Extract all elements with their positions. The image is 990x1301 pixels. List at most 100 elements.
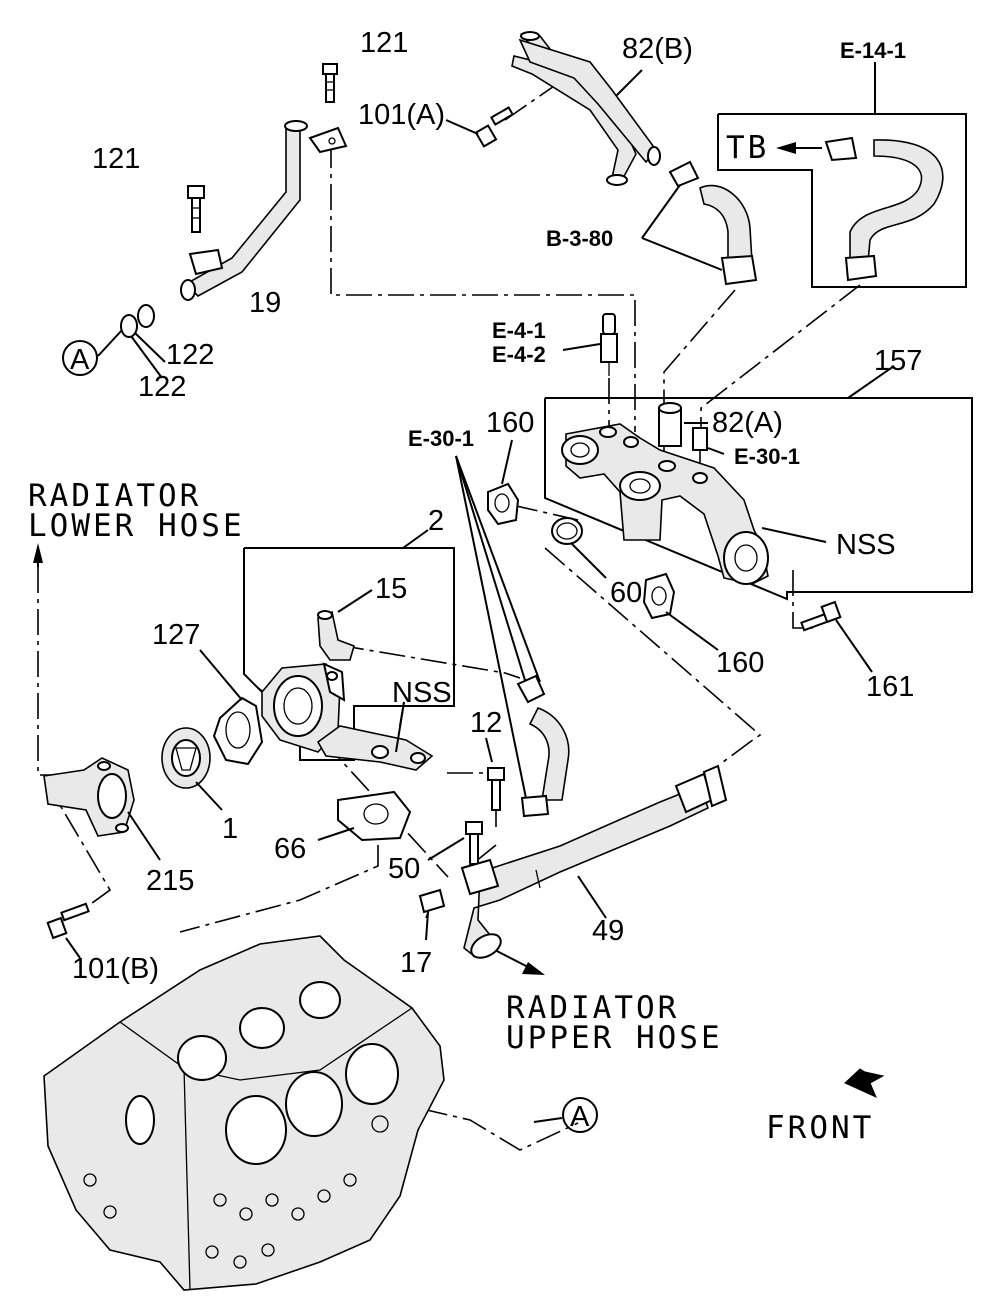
ref-circle-a2 [562,1097,598,1133]
arrow-tb-head [776,142,796,154]
leader-101b [65,937,81,959]
label-127: 127 [152,619,200,651]
dash-12-down [469,844,497,867]
leader-215 [127,811,161,861]
label-160-upper: 160 [486,407,534,439]
leader-e301a-1 [455,455,529,691]
label-121-top: 121 [360,27,408,59]
bolt-161 [800,600,842,632]
dash-215-bolt [43,777,112,907]
label-19: 19 [249,287,281,319]
leader-161 [835,619,873,673]
label-e-4-2: E-4-2 [492,342,546,367]
leader-e301a-2 [455,455,541,683]
leader-15 [337,589,373,613]
note-radiator-upper-1: RADIATOR [506,990,679,1026]
dash-82b-bolt [504,63,587,121]
leader-e4 [562,343,601,351]
note-radiator-lower-1: RADIATOR [28,478,201,514]
bolt-121-top [322,63,338,103]
temperature-sensor [600,313,618,376]
hose-b-3-80 [668,160,758,286]
leader-12 [485,737,493,763]
ref-circle-a1 [62,340,98,376]
bolt-12 [487,767,505,811]
oring-122b [137,304,155,328]
label-e-14-1: E-14-1 [840,38,906,63]
pipe-82b [511,31,661,186]
dash-66-block [179,845,379,933]
thermostat-1 [161,727,211,789]
note-radiator-lower-2: LOWER HOSE [28,508,245,544]
leader-17 [425,911,429,941]
dash-rad-lower [37,567,121,781]
coolant-manifold-nss [561,423,769,585]
bolt-121-left [187,185,205,233]
oring-60 [551,517,583,545]
leader-A1 [97,329,123,357]
label-tb: TB [726,130,769,166]
leader-nss1 [761,527,827,543]
leader-b380a [641,184,681,239]
leader-e301a-3 [455,455,529,809]
label-50: 50 [388,853,420,885]
label-161: 161 [866,671,914,703]
gasket-160-upper [487,482,520,526]
label-121-left: 121 [92,143,140,175]
hose-small [516,674,570,818]
leader-160a [501,439,513,485]
gasket-160-lower [642,572,676,620]
leader-66 [317,827,355,841]
box-e-14-1 [717,113,967,288]
arrow-rad-upper-head [522,962,545,975]
label-101b: 101(B) [72,953,159,985]
gasket-127 [212,696,264,766]
dash-15-hose [337,644,521,679]
leader-49 [577,875,607,919]
note-radiator-upper-2: UPPER HOSE [506,1020,723,1056]
bolt-101a [474,106,515,148]
label-122a: 122 [166,339,214,371]
label-a2: A [570,1101,590,1133]
leader-50 [427,837,465,861]
label-2: 2 [428,505,444,537]
label-60: 60 [610,577,642,609]
label-15: 15 [375,573,407,605]
leader-b380b [641,237,723,271]
clamp-17 [418,888,446,914]
gasket-66 [337,790,412,842]
label-1: 1 [222,813,238,845]
note-front: FRONT [766,1110,874,1146]
label-b-3-80: B-3-80 [546,226,613,251]
label-nss-manifold: NSS [836,529,896,561]
label-66: 66 [274,833,306,865]
oring-122a [120,314,138,338]
label-101a: 101(A) [358,99,445,131]
label-49: 49 [592,915,624,947]
leader-nss2b [395,701,405,753]
leader-127 [199,649,243,701]
leader-122b [130,335,163,379]
pipe-19 [180,120,348,301]
thermostat-cover-215 [43,757,135,837]
leader-60 [571,543,607,579]
label-215: 215 [146,865,194,897]
leader-2 [402,529,429,549]
thermostat-housing-2 [261,662,434,771]
dash-60-to-pipe [544,547,762,766]
label-e-30-1-left: E-30-1 [408,426,474,451]
leader-1 [195,781,223,811]
leader-A2 [533,1117,563,1123]
engine-block [43,935,445,1291]
label-17: 17 [400,947,432,979]
dash-hose-12 [447,772,497,827]
fitting-82a [658,402,708,451]
label-e-30-1-right: E-30-1 [734,444,800,469]
label-122b: 122 [138,371,186,403]
label-82a: 82(A) [712,407,783,439]
leader-122a [134,332,166,363]
leader-157 [847,365,895,399]
leader-160b [665,611,719,651]
